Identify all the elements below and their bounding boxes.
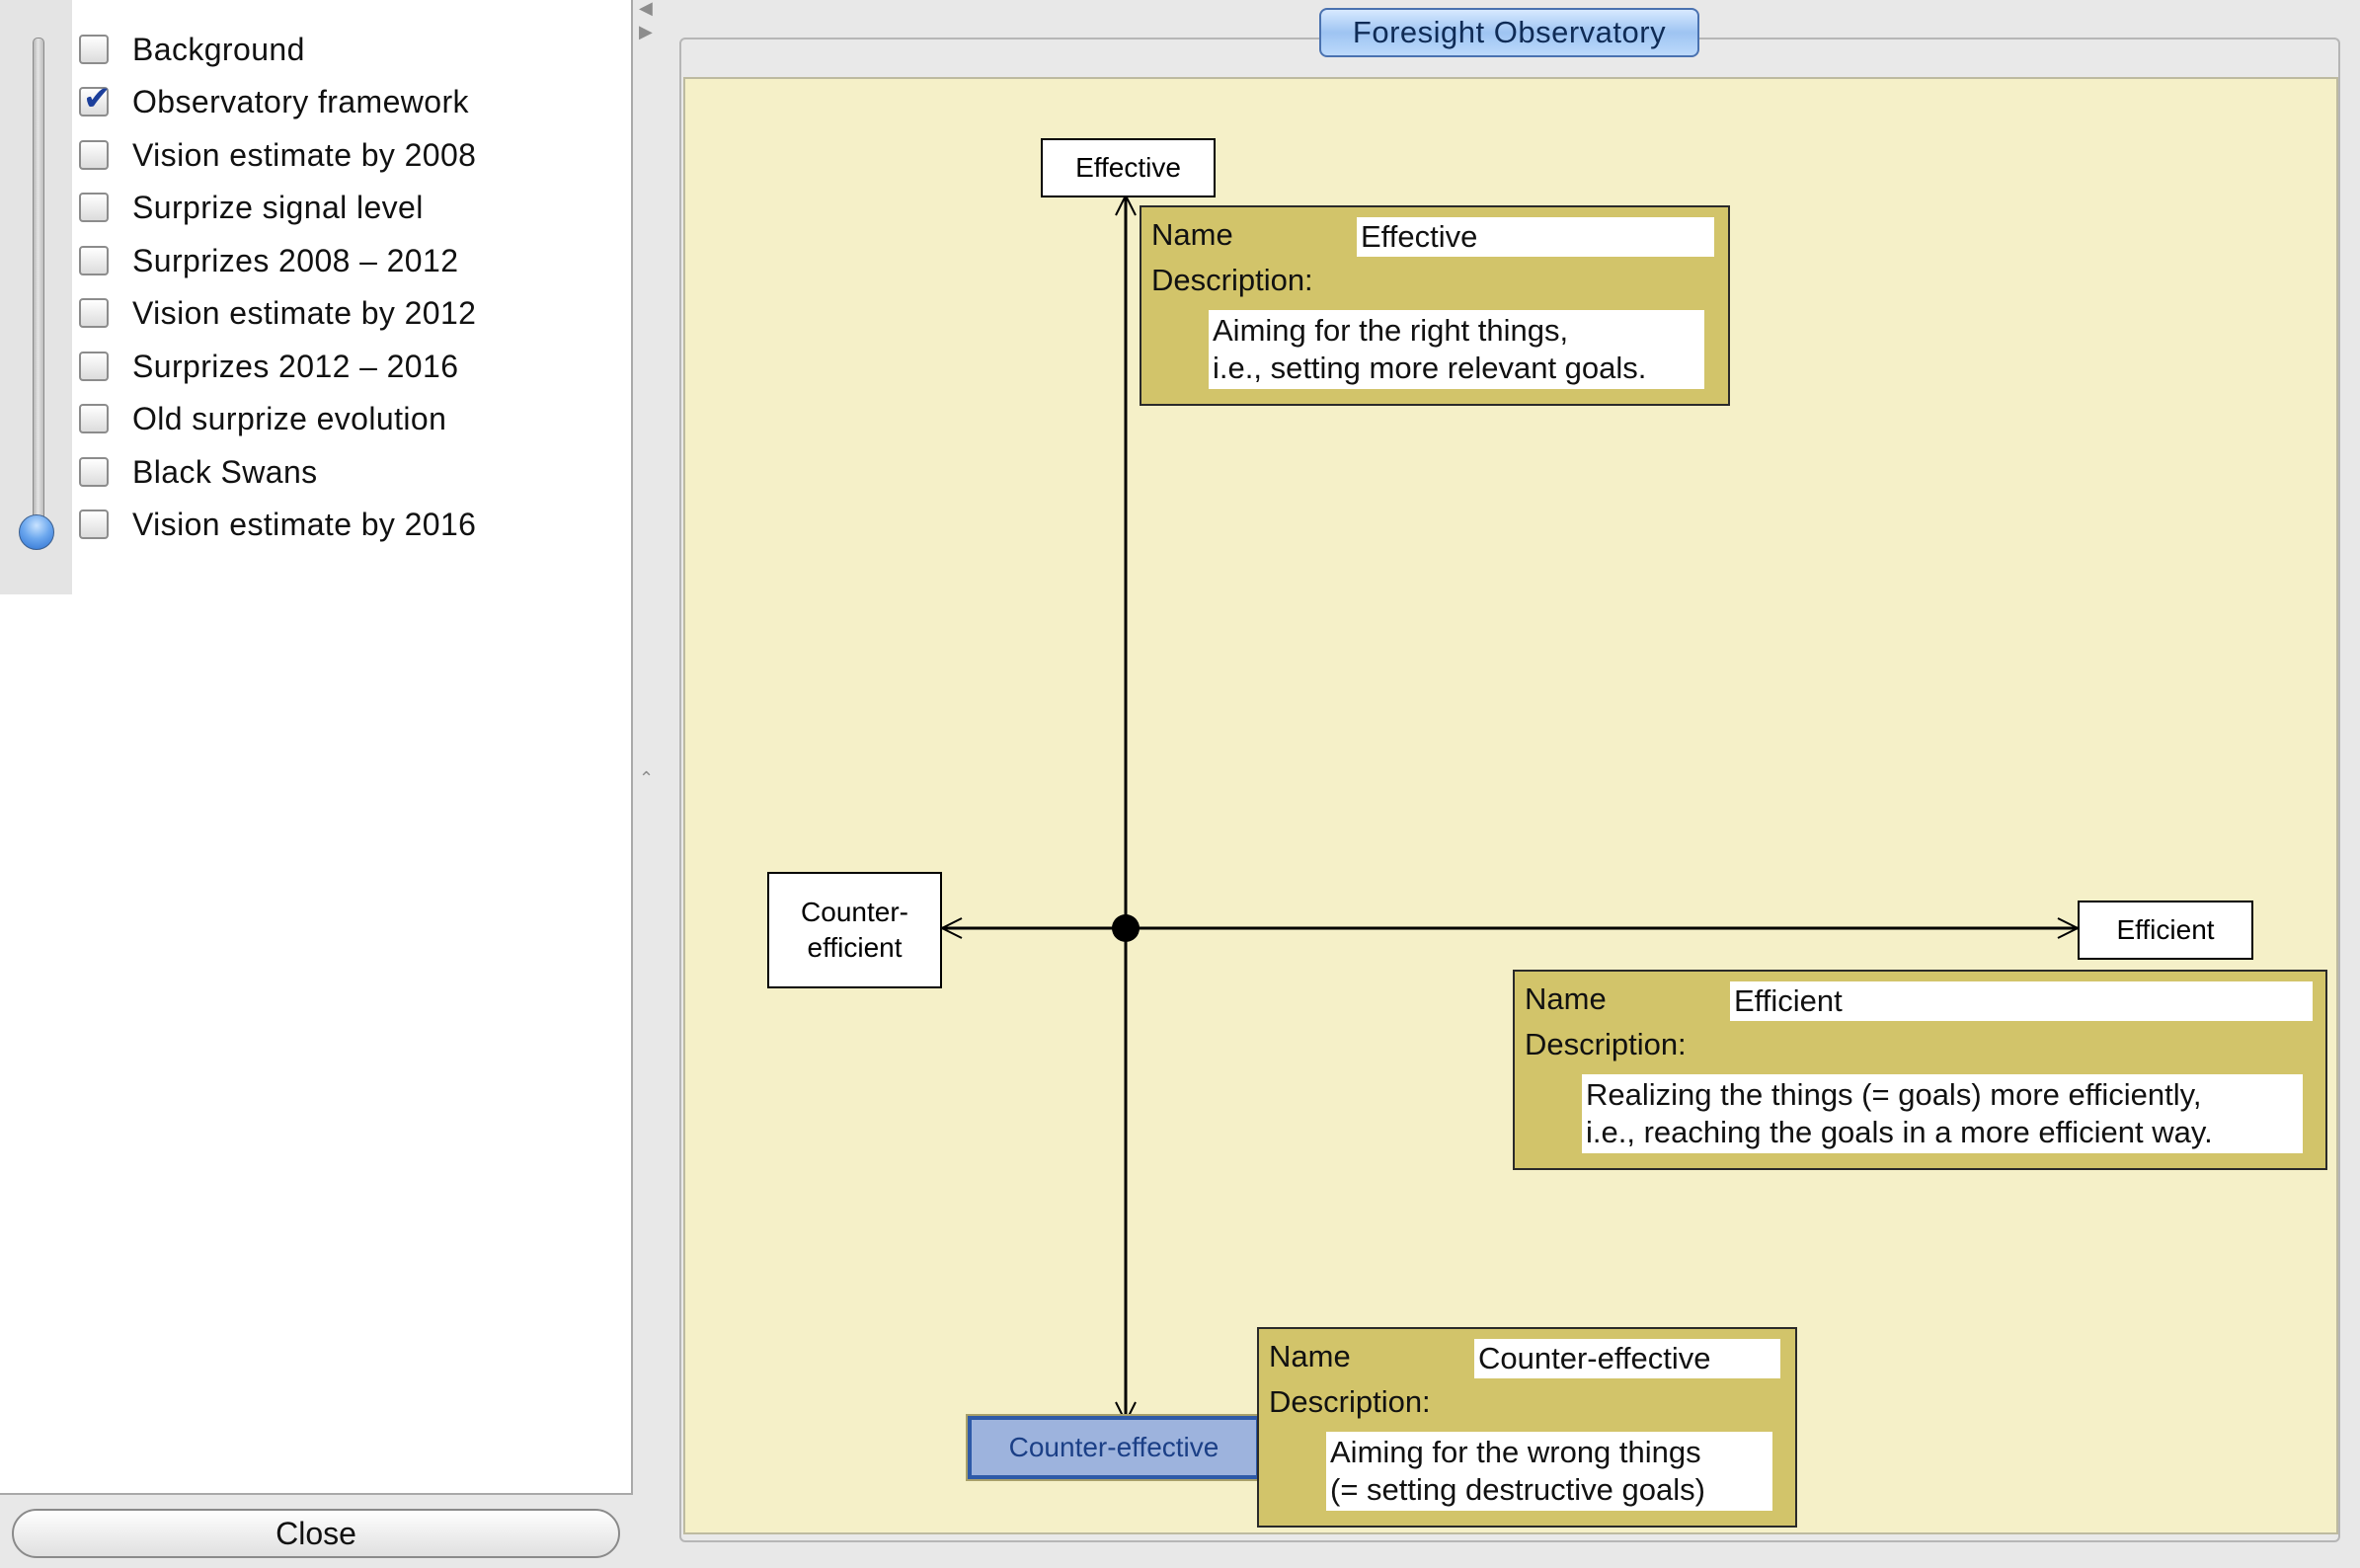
panel-splitter[interactable]: ◀ ▶ ⌃ [633, 0, 669, 1568]
layer-item-surprizes-2012-2016[interactable]: Surprizes 2012 – 2016 [79, 341, 612, 392]
layer-slider-area [0, 0, 72, 594]
splitter-grip-icon[interactable]: ⌃ [639, 768, 655, 789]
node-counter-efficient[interactable]: Counter- efficient [767, 872, 942, 988]
name-label: Name [1269, 1339, 1351, 1373]
layer-item-surprizes-2008-2012[interactable]: Surprizes 2008 – 2012 [79, 235, 612, 286]
layer-label: Old surprize evolution [132, 400, 447, 436]
layer-checkbox[interactable] [79, 457, 109, 487]
layer-label: Background [132, 31, 305, 67]
info-box-effective: Name Effective Description: Aiming for t… [1140, 205, 1730, 406]
layer-checkbox[interactable] [79, 246, 109, 275]
layer-slider-knob[interactable] [19, 514, 54, 550]
layer-checkbox[interactable] [79, 404, 109, 433]
layer-item-vision-2012[interactable]: Vision estimate by 2012 [79, 287, 612, 339]
layer-item-background[interactable]: Background [79, 24, 612, 75]
collapse-left-icon[interactable]: ◀ [639, 0, 653, 19]
layer-item-black-swans[interactable]: Black Swans [79, 446, 612, 498]
name-label: Name [1525, 981, 1607, 1016]
description-value[interactable]: Aiming for the wrong things (= setting d… [1326, 1432, 1772, 1511]
node-efficient[interactable]: Efficient [2078, 901, 2253, 960]
layer-label: Vision estimate by 2012 [132, 294, 477, 331]
description-label: Description: [1525, 1027, 1687, 1061]
layer-label: Vision estimate by 2008 [132, 136, 477, 173]
expand-right-icon[interactable]: ▶ [639, 22, 653, 42]
description-value[interactable]: Realizing the things (= goals) more effi… [1582, 1074, 2303, 1153]
name-value[interactable]: Effective [1357, 217, 1714, 257]
info-box-counter-effective: Name Counter-effective Description: Aimi… [1257, 1327, 1797, 1528]
layer-item-vision-2016[interactable]: Vision estimate by 2016 [79, 499, 612, 550]
info-box-efficient: Name Efficient Description: Realizing th… [1513, 970, 2327, 1170]
layer-item-old-surprize-evolution[interactable]: Old surprize evolution [79, 393, 612, 444]
layer-checkbox[interactable] [79, 193, 109, 222]
layer-checkbox[interactable] [79, 35, 109, 64]
layer-checkbox[interactable] [79, 298, 109, 328]
description-label: Description: [1269, 1384, 1431, 1419]
layer-checkbox[interactable] [79, 79, 112, 118]
description-label: Description: [1151, 263, 1313, 297]
layer-label: Surprizes 2008 – 2012 [132, 242, 459, 278]
layer-label: Vision estimate by 2016 [132, 506, 477, 542]
layer-slider-track[interactable] [33, 38, 44, 531]
layer-item-surprize-signal-level[interactable]: Surprize signal level [79, 182, 612, 233]
layer-checkbox[interactable] [79, 140, 109, 170]
layer-label: Black Swans [132, 453, 318, 490]
description-value[interactable]: Aiming for the right things, i.e., setti… [1209, 310, 1704, 389]
layers-panel: Background Observatory framework Vision … [0, 0, 633, 1495]
layer-item-observatory-framework[interactable]: Observatory framework [79, 76, 612, 127]
name-value[interactable]: Efficient [1730, 981, 2313, 1021]
name-label: Name [1151, 217, 1233, 252]
close-button[interactable]: Close [12, 1509, 620, 1558]
layer-label: Surprize signal level [132, 189, 424, 225]
layer-label: Observatory framework [132, 83, 469, 119]
layer-item-vision-2008[interactable]: Vision estimate by 2008 [79, 129, 612, 181]
node-effective[interactable]: Effective [1041, 138, 1216, 197]
name-value[interactable]: Counter-effective [1474, 1339, 1780, 1378]
layer-label: Surprizes 2012 – 2016 [132, 348, 459, 384]
layer-checkbox[interactable] [79, 510, 109, 539]
layer-checkbox[interactable] [79, 352, 109, 381]
view-title-tab[interactable]: Foresight Observatory [1319, 8, 1699, 57]
node-counter-effective[interactable]: Counter-effective [968, 1416, 1260, 1479]
